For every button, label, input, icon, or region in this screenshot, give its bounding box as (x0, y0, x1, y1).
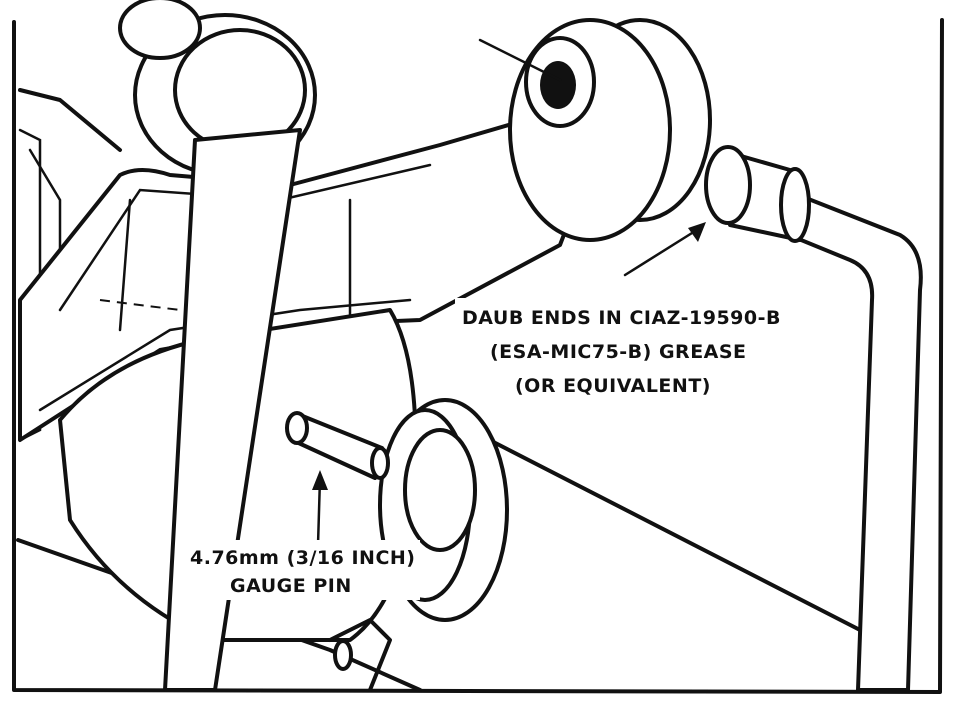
upper-right-bushing (478, 18, 712, 242)
bracket (738, 178, 923, 692)
pin-leader-arrow (312, 470, 328, 547)
pin-callout-line1: 4.76mm (3/16 INCH) (190, 547, 416, 569)
grease-callout-line2: (ESA-MIC75-B) GREASE (490, 341, 747, 363)
grease-callout-line1: DAUB ENDS IN CIAZ-19590-B (462, 307, 781, 329)
pin-callout-line2: GAUGE PIN (230, 575, 352, 597)
grease-callout-line3: (OR EQUIVALENT) (515, 375, 711, 397)
grease-pin (704, 145, 811, 243)
frame-border (12, 18, 944, 694)
mount-hole (333, 639, 353, 671)
gauge-pin (285, 411, 390, 480)
grease-leader-arrow (623, 222, 706, 277)
